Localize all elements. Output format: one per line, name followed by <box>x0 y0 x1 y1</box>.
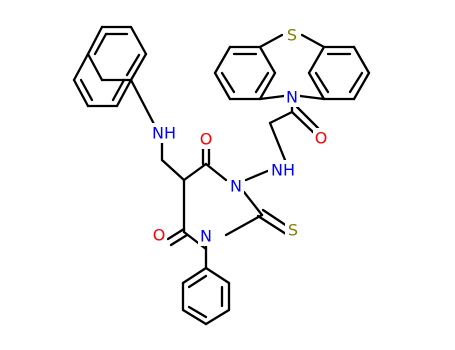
atom-label-oxygen: O <box>200 130 213 149</box>
bond <box>115 78 133 108</box>
double-bond-inner <box>314 71 330 94</box>
double-bond-inner <box>187 305 208 319</box>
bond-ch2-c5 <box>160 158 186 182</box>
bond <box>352 45 371 75</box>
bond <box>213 45 232 75</box>
double-bond-inner <box>254 71 270 94</box>
double-bond-carbonyl <box>290 110 316 135</box>
bond <box>258 45 277 75</box>
bond <box>258 94 286 101</box>
double-bond-inner <box>93 32 108 56</box>
double-bond-inner <box>125 53 141 77</box>
bond <box>204 162 228 182</box>
bond <box>204 266 231 285</box>
double-bond-c2-s <box>256 214 288 236</box>
bond <box>204 308 231 326</box>
bond <box>307 45 326 75</box>
double-bond-c4-o <box>169 233 189 247</box>
bond-n1-nh <box>244 168 272 182</box>
double-bond-c2-s <box>261 208 289 228</box>
atom-label-oxygen: O <box>315 129 328 148</box>
bond <box>298 94 326 101</box>
bond <box>242 190 264 217</box>
bond <box>182 162 208 182</box>
bond <box>72 78 90 108</box>
atom-label-nitrogen: N <box>286 88 298 107</box>
bond <box>129 25 148 56</box>
bond <box>224 213 264 237</box>
atom-label-sulfur: S <box>288 221 298 240</box>
atom-label-oxygen: O <box>153 226 166 245</box>
double-bond-carbonyl <box>295 105 320 130</box>
double-bond-inner <box>220 71 236 94</box>
atom-label-nh: NH <box>152 124 176 143</box>
double-bond-inner <box>79 78 94 102</box>
bond <box>86 52 104 82</box>
bond <box>258 33 284 49</box>
bond <box>307 71 326 101</box>
atom-labels: S N O NH NH O N S N O <box>149 25 329 246</box>
bond-ch2-carbonyl <box>268 110 294 125</box>
bond <box>213 71 232 101</box>
atom-label-nitrogen: N <box>200 227 212 246</box>
double-bond-c4-o <box>166 227 186 241</box>
atom-label-nh: NH <box>271 161 295 180</box>
atom-label-nitrogen: N <box>230 177 242 196</box>
bond <box>181 308 208 326</box>
bond <box>86 25 104 56</box>
bond <box>352 71 371 101</box>
bond <box>300 33 326 49</box>
phenothiazine-central-ring <box>258 33 326 101</box>
double-bond-inner <box>111 78 126 102</box>
atom-label-sulfur: S <box>287 26 297 45</box>
bond-naphthyl-nh <box>129 78 156 126</box>
double-bond-inner <box>348 71 364 94</box>
bond <box>258 71 277 101</box>
bond <box>72 52 90 82</box>
phenyl-ring <box>181 243 231 326</box>
bond-nh-ch2 <box>268 121 287 162</box>
bond <box>129 52 148 82</box>
bond <box>181 266 208 285</box>
phenothiazine-left-ring <box>213 45 277 101</box>
double-bond-inner <box>187 274 208 289</box>
naphthalene-ring-a <box>86 25 148 82</box>
phenothiazine-right-ring <box>307 45 371 101</box>
naphthalene-ring-b <box>72 52 133 108</box>
thiobarbiturate-ring <box>182 162 264 251</box>
